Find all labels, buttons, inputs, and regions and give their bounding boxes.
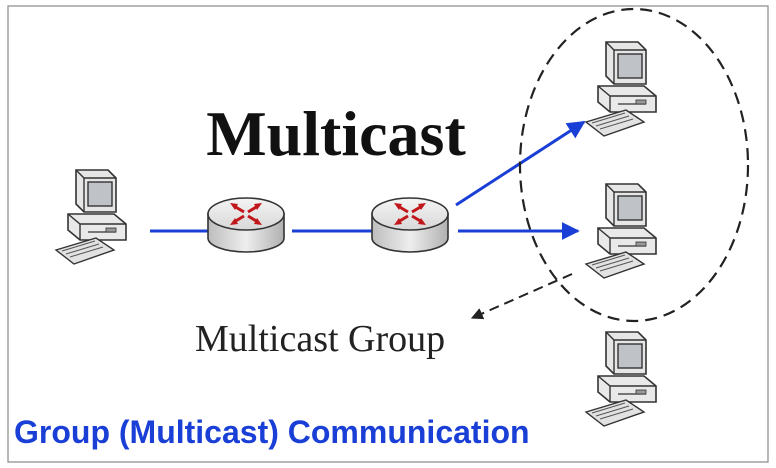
router-icon-1: [206, 196, 286, 254]
router-icon-2: [370, 196, 450, 254]
multicast-group-boundary: [518, 7, 750, 323]
group-label-pointer: [470, 273, 573, 320]
multicast-group-label: Multicast Group: [195, 318, 445, 360]
diagram-title: Multicast: [206, 98, 466, 169]
diagram-caption: Group (Multicast) Communication: [14, 414, 530, 450]
